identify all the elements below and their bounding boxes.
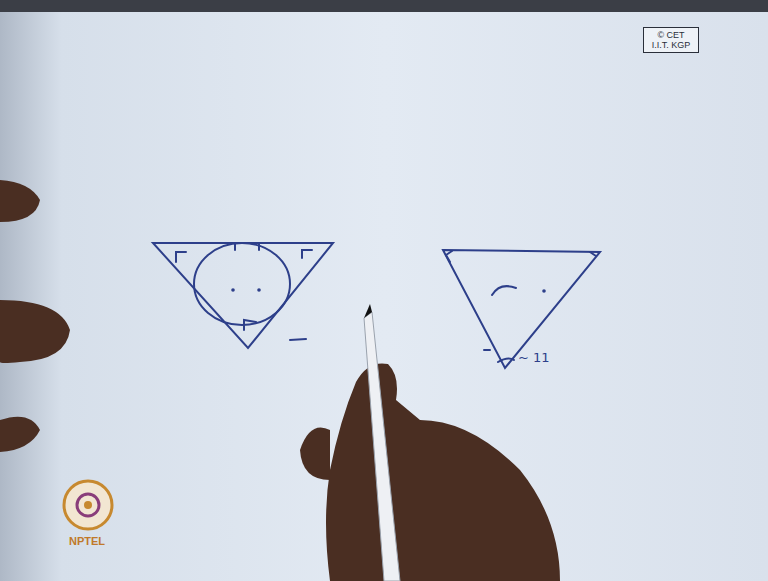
top-edge	[0, 0, 768, 12]
nptel-logo	[64, 481, 112, 529]
pen	[364, 312, 400, 581]
handwritten-mark: ~ 11	[518, 350, 550, 365]
hands	[0, 180, 560, 581]
triangle-incircle	[153, 243, 333, 348]
logo-text: NPTEL	[69, 535, 105, 547]
triangle	[443, 250, 600, 368]
copyright-box: © CET I.I.T. KGP	[643, 27, 699, 53]
node-text: © CET I.I.T. KGP	[648, 30, 694, 50]
pen-tip	[364, 304, 372, 318]
